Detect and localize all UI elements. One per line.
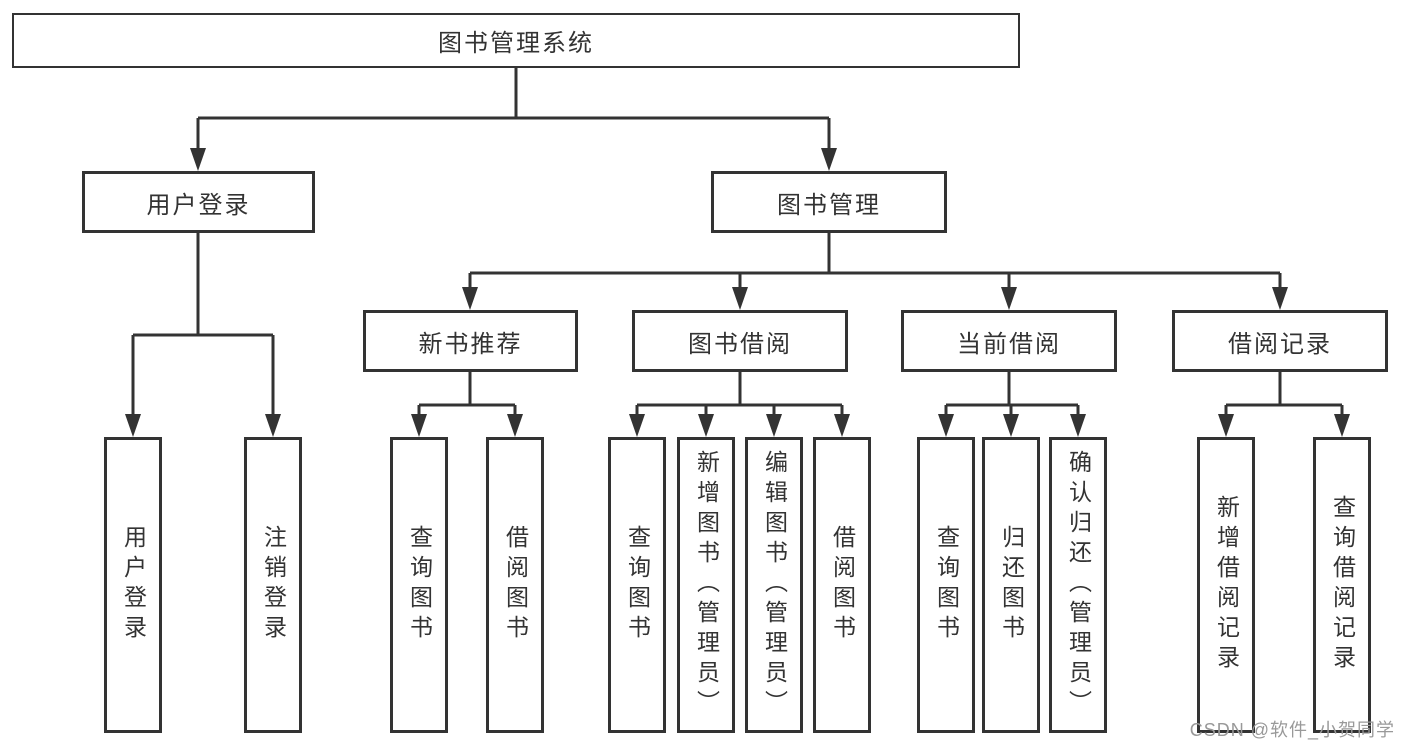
arrowhead [190,148,206,171]
leaf-confirm-return-admin: 确认归还（管理员） [1049,437,1107,733]
node-book-borrow: 图书借阅 [632,310,848,372]
arrowhead [766,414,782,437]
leaf-add-borrow-record: 新增借阅记录 [1197,437,1255,733]
arrowhead [834,414,850,437]
arrowhead [821,148,837,171]
arrowheads [125,148,1350,437]
arrowhead [507,414,523,437]
leaf-query-books-current: 查询图书 [917,437,975,733]
node-borrow-records: 借阅记录 [1172,310,1388,372]
arrowhead [1334,414,1350,437]
node-root: 图书管理系统 [12,13,1020,68]
leaf-query-borrow-record: 查询借阅记录 [1313,437,1371,733]
leaf-return-book: 归还图书 [982,437,1040,733]
arrowhead [732,287,748,310]
arrowhead [1218,414,1234,437]
connector-book-mgmt [468,233,1282,294]
node-current-borrow: 当前借阅 [901,310,1117,372]
connector-user-login [131,233,275,421]
leaf-query-books-borrow: 查询图书 [608,437,666,733]
arrowhead [1001,287,1017,310]
arrowhead [411,414,427,437]
arrowhead [125,414,141,437]
arrowhead [629,414,645,437]
connector-book-borrow [635,372,844,421]
arrowhead [1003,414,1019,437]
leaf-logout: 注销登录 [244,437,302,733]
connector-root [196,68,831,155]
node-user-login: 用户登录 [82,171,315,233]
connector-current-borrow [944,372,1080,421]
connector-new-book-rec [417,372,517,421]
arrowhead [1272,287,1288,310]
leaf-query-books-rec: 查询图书 [390,437,448,733]
leaf-user-login: 用户登录 [104,437,162,733]
arrowhead [938,414,954,437]
node-new-book-rec: 新书推荐 [363,310,578,372]
leaf-add-book-admin: 新增图书（管理员） [677,437,735,733]
arrowhead [462,287,478,310]
leaf-borrow-books-rec: 借阅图书 [486,437,544,733]
arrowhead [265,414,281,437]
leaf-borrow-books-2: 借阅图书 [813,437,871,733]
leaf-edit-book-admin: 编辑图书（管理员） [745,437,803,733]
node-book-mgmt: 图书管理 [711,171,947,233]
csdn-watermark: CSDN @软件_小贺同学 [1189,720,1395,740]
arrowhead [1070,414,1086,437]
arrowhead [698,414,714,437]
connector-borrow-records [1224,372,1344,421]
